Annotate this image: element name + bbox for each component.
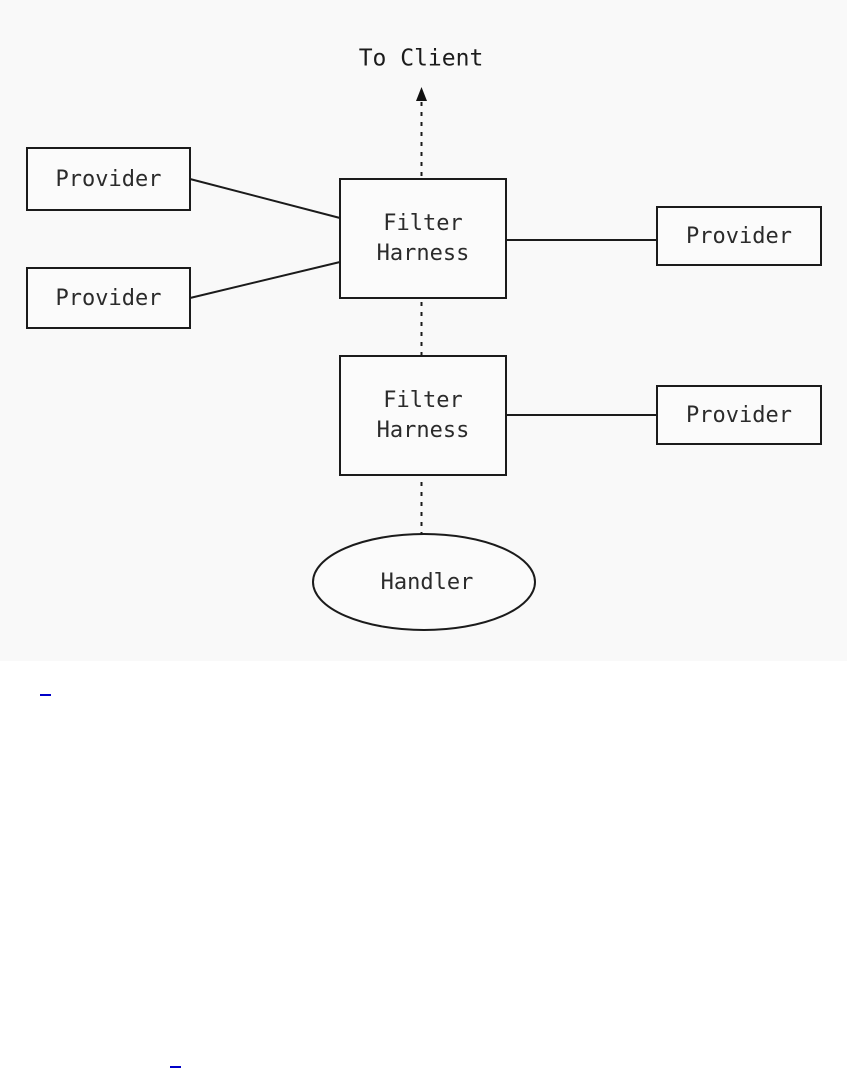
- diagram-svg: To Client Provider Provider Filter Harne…: [26, 46, 822, 631]
- filter-harness-top-label-line1: Filter: [383, 211, 462, 236]
- handler-label: Handler: [381, 570, 474, 595]
- blue-mark-upper: [40, 694, 51, 696]
- provider-left-bottom-box[interactable]: [26, 267, 191, 329]
- filter-harness-bottom-box[interactable]: [339, 355, 507, 476]
- diagram-canvas: To Client Provider Provider Filter Harne…: [26, 45, 822, 631]
- node-handler[interactable]: Handler: [312, 533, 536, 631]
- provider-right-top-box[interactable]: [656, 206, 822, 266]
- blue-mark-lower: [170, 1066, 181, 1068]
- node-filter-harness-top[interactable]: Filter Harness: [339, 178, 507, 299]
- filter-harness-top-label-line2: Harness: [377, 241, 470, 266]
- node-provider-left-bottom[interactable]: Provider: [26, 267, 191, 329]
- edge-provider-left-bottom-to-filter-harness-top: [189, 261, 341, 299]
- node-filter-harness-bottom[interactable]: Filter Harness: [339, 355, 507, 476]
- handler-ellipse[interactable]: [312, 533, 536, 631]
- arrow-up-icon: [416, 87, 427, 101]
- node-provider-left-top[interactable]: Provider: [26, 147, 191, 211]
- node-provider-right-top[interactable]: Provider: [656, 206, 822, 266]
- filter-harness-top-box[interactable]: [339, 178, 507, 299]
- edge-provider-left-top-to-filter-harness-top: [189, 178, 341, 219]
- filter-harness-bottom-label-line2: Harness: [377, 418, 470, 443]
- provider-left-top-box[interactable]: [26, 147, 191, 211]
- provider-right-bottom-label: Provider: [686, 403, 792, 428]
- provider-left-bottom-label: Provider: [56, 286, 162, 311]
- provider-right-top-label: Provider: [686, 224, 792, 249]
- node-provider-right-bottom[interactable]: Provider: [656, 385, 822, 445]
- diagram-title: To Client: [359, 46, 484, 72]
- filter-harness-bottom-label-line1: Filter: [383, 388, 462, 413]
- provider-left-top-label: Provider: [56, 167, 162, 192]
- provider-right-bottom-box[interactable]: [656, 385, 822, 445]
